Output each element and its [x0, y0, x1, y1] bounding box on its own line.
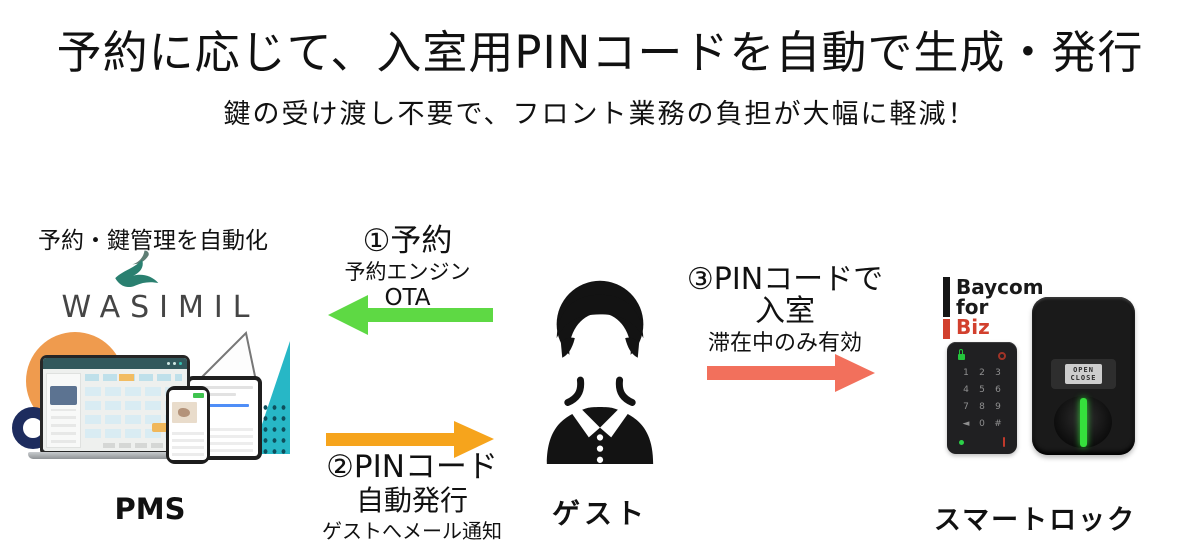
laptop-calendar-grid [85, 385, 182, 438]
key-1: 1 [963, 368, 969, 378]
baycom-logo-line3: Biz [956, 315, 990, 339]
phone-screen [169, 390, 207, 460]
key-3: 3 [995, 368, 1001, 378]
arrow-right-step3-icon [707, 354, 875, 392]
step2-line3: ゲストへメール通知 [322, 518, 502, 543]
phone-device [166, 386, 210, 464]
step3-text: ③PINコードで 入室 滞在中のみ有効 [686, 262, 884, 356]
laptop-device [40, 355, 190, 454]
keypad-keys: 1 2 3 4 5 6 7 8 9 ◄ 0 # [947, 360, 1017, 429]
wasimil-wordmark: WASIMIL [61, 290, 260, 325]
lock-knob-green-indicator [1080, 398, 1087, 447]
step1-text: ①予約 予約エンジン OTA [315, 223, 500, 312]
guest-person-icon [546, 280, 654, 464]
lock-display: OPEN CLOSE [1051, 359, 1116, 389]
step2-text: ②PINコード 自動発行 ゲストへメール通知 [298, 449, 526, 543]
step2-title: ②PINコード [326, 449, 498, 485]
keypad-device: 1 2 3 4 5 6 7 8 9 ◄ 0 # [947, 342, 1017, 454]
baycom-logo-bar [943, 277, 950, 339]
baycom-logo-line2: for [956, 295, 989, 319]
key-2: 2 [979, 368, 985, 378]
key-0: 0 [979, 419, 985, 429]
key-back: ◄ [962, 419, 970, 429]
smartlock-label: スマートロック [933, 505, 1137, 536]
step1-line3: OTA [384, 285, 431, 312]
guest-label: ゲスト [551, 497, 648, 530]
pms-label: PMS [114, 492, 186, 526]
phone-badge [193, 393, 204, 398]
lock-display-open: OPEN [1073, 366, 1094, 374]
phone-photo [172, 402, 197, 423]
pms-device-collage [8, 328, 300, 466]
unlock-icon [958, 349, 965, 360]
step3-line3: 滞在中のみ有効 [707, 330, 862, 356]
key-5: 5 [979, 385, 985, 395]
lock-display-close: CLOSE [1070, 374, 1097, 382]
laptop-screen [43, 358, 187, 451]
step1-line2: 予約エンジン [344, 260, 471, 285]
key-4: 4 [963, 385, 969, 395]
status-red-bar [1002, 437, 1005, 447]
key-lock: # [994, 419, 1002, 429]
step3-title: ③PINコードで [686, 262, 884, 297]
laptop-app-titlebar [43, 358, 187, 369]
step1-title: ①予約 [362, 223, 453, 259]
pms-tagline: 予約・鍵管理を自動化 [38, 228, 268, 254]
page-subtitle: 鍵の受け渡し不要で、フロント業務の負担が大幅に軽減！ [223, 99, 977, 130]
laptop-base [28, 452, 202, 459]
step2-line2: 自動発行 [355, 484, 468, 518]
tablet-progress-bar [195, 404, 250, 407]
arrow-left-step1-icon [328, 295, 493, 335]
key-9: 9 [995, 402, 1001, 412]
key-6: 6 [995, 385, 1001, 395]
arrow-right-step2-icon [326, 421, 494, 458]
baycom-logo-line1: Baycom [956, 275, 1044, 299]
power-icon [998, 352, 1006, 360]
baycom-logo: Baycom for Biz [943, 277, 1044, 339]
key-8: 8 [979, 402, 985, 412]
status-green-dot [959, 439, 964, 445]
smartlock-device: OPEN CLOSE [1032, 297, 1135, 455]
wasimil-bird-logo-icon [115, 250, 159, 288]
laptop-dashboard [43, 369, 187, 451]
page-title: 予約に応じて、入室用PINコードを自動で生成・発行 [56, 26, 1144, 79]
step3-line2: 入室 [755, 294, 815, 330]
key-7: 7 [963, 402, 969, 412]
laptop-sidebar [46, 373, 81, 448]
